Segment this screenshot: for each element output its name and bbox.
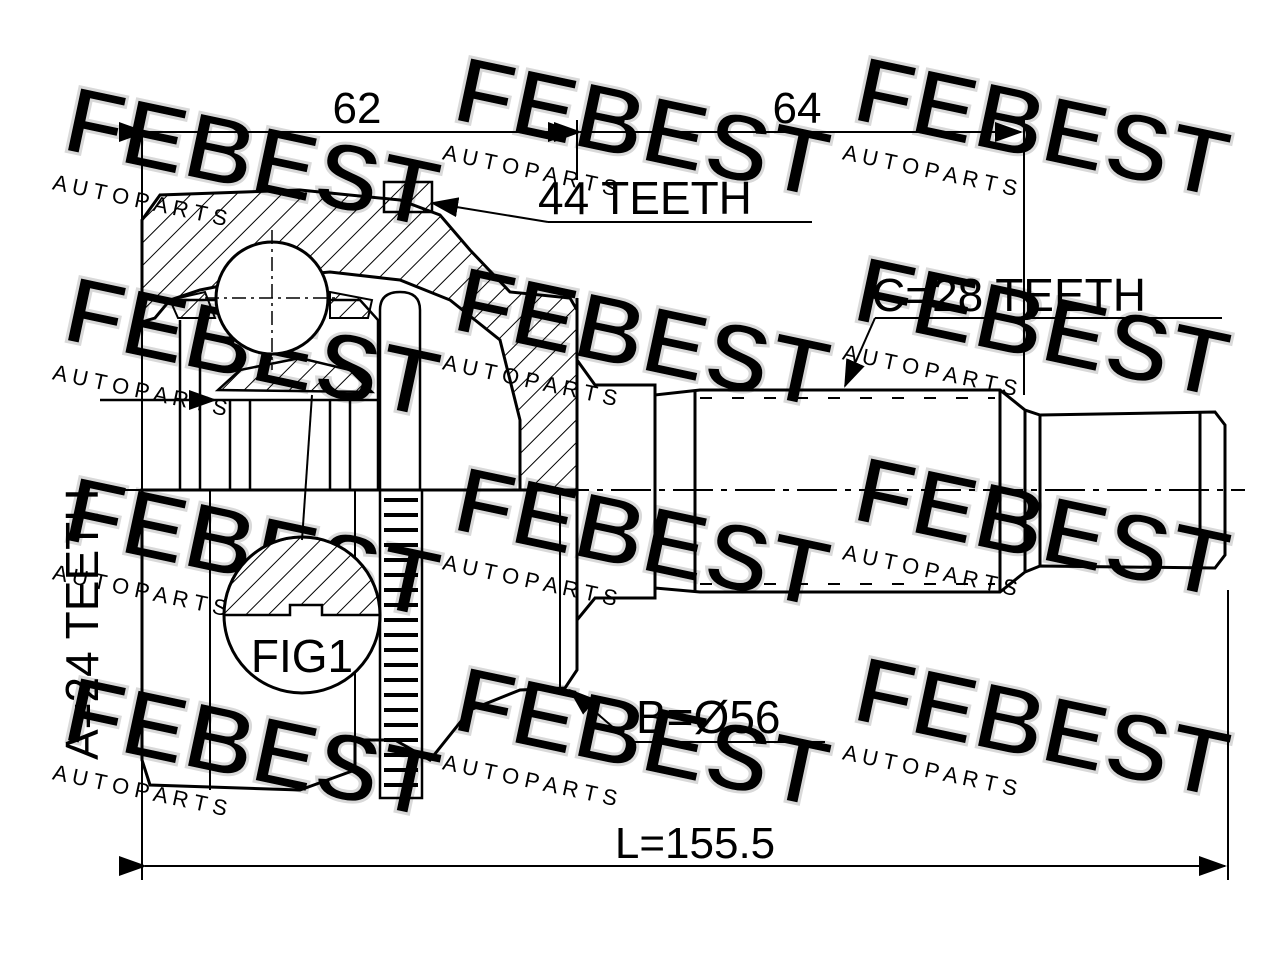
housing-lower — [140, 488, 579, 792]
callout-figure-ref: FIG1 — [251, 630, 353, 682]
leader-lines — [100, 197, 1222, 743]
callout-outer-spline: C=28 TEETH — [872, 269, 1146, 321]
callout-inner-spline: A=24 TEETH — [56, 489, 108, 760]
cage-hatch-right — [329, 290, 374, 319]
dim-label-total: L=155.5 — [615, 819, 775, 868]
ring-tooth-marker — [382, 180, 434, 214]
cage-hatch-left — [168, 290, 217, 319]
fig1-section — [222, 394, 382, 695]
watermark-brand: FEBEST — [56, 656, 449, 839]
watermark-brand: FEBEST — [846, 36, 1239, 219]
callout-seal-diameter: B=Ø56 — [636, 691, 781, 743]
shaft — [575, 298, 1227, 670]
watermark-brand: FEBEST — [846, 636, 1239, 819]
abs-ring — [378, 290, 424, 800]
dim-label-64: 64 — [773, 84, 822, 133]
dimension-lines — [119, 122, 1227, 876]
inner-race-hatch — [214, 356, 376, 394]
callout-ring-teeth: 44 TEETH — [538, 172, 752, 224]
watermark-brand: FEBEST — [846, 236, 1239, 419]
dim-label-62: 62 — [333, 84, 382, 133]
watermark-brand: FEBEST — [446, 446, 839, 629]
